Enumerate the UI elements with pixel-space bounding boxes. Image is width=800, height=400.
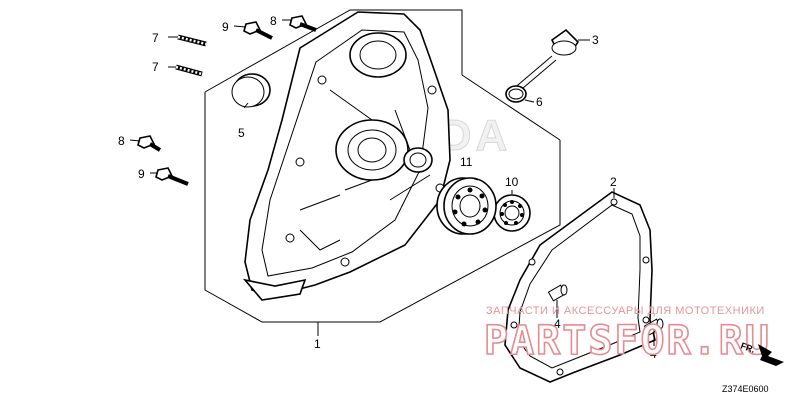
callout-2: 2 bbox=[610, 175, 617, 189]
bolt-a bbox=[243, 21, 273, 40]
watermark-subtitle: ЗАПЧАСТИ И АКСЕССУАРЫ ДЛЯ МОТОТЕХНИКИ bbox=[486, 305, 765, 317]
assembly-outline bbox=[204, 9, 561, 323]
callout-1: 1 bbox=[314, 337, 321, 351]
cover-gasket bbox=[504, 191, 656, 383]
callout-4-left: 4 bbox=[554, 317, 561, 331]
watermark-brand: PARTSFOR.RU bbox=[484, 318, 771, 364]
callout-7-upper: 7 bbox=[152, 31, 159, 45]
callout-8-upper: 8 bbox=[270, 14, 277, 28]
callout-10: 10 bbox=[505, 175, 519, 189]
diagram-code: Z374E0600 bbox=[722, 384, 769, 394]
dowel-pin-a bbox=[547, 284, 568, 302]
flange-bolt-b bbox=[137, 135, 162, 152]
front-direction-indicator: FR. bbox=[739, 340, 784, 366]
large-ball-bearing bbox=[436, 177, 497, 235]
callout-5: 5 bbox=[238, 126, 245, 140]
callout-3: 3 bbox=[592, 33, 599, 47]
leader-lines bbox=[129, 19, 655, 346]
stud-bolt-b bbox=[175, 64, 203, 77]
oil-level-gauge bbox=[511, 28, 580, 95]
callout-6: 6 bbox=[536, 95, 543, 109]
flange-bolt-a bbox=[289, 15, 317, 32]
callout-9-upper: 9 bbox=[222, 20, 229, 34]
front-arrow-icon bbox=[758, 344, 784, 366]
callout-11: 11 bbox=[460, 155, 473, 169]
callout-7-lower: 7 bbox=[152, 60, 159, 74]
callout-9-lower: 9 bbox=[138, 167, 145, 181]
dowel-pin-b bbox=[643, 318, 664, 336]
stud-bolt-a bbox=[177, 34, 207, 47]
callout-8-lower: 8 bbox=[118, 134, 125, 148]
front-direction-label: FR. bbox=[739, 340, 756, 354]
bolt-b bbox=[155, 167, 189, 186]
o-ring bbox=[505, 85, 527, 103]
callout-4-right: 4 bbox=[650, 347, 657, 361]
oil-seal bbox=[231, 73, 271, 108]
small-ball-bearing bbox=[493, 194, 531, 232]
crankcase-side-cover bbox=[242, 11, 451, 301]
